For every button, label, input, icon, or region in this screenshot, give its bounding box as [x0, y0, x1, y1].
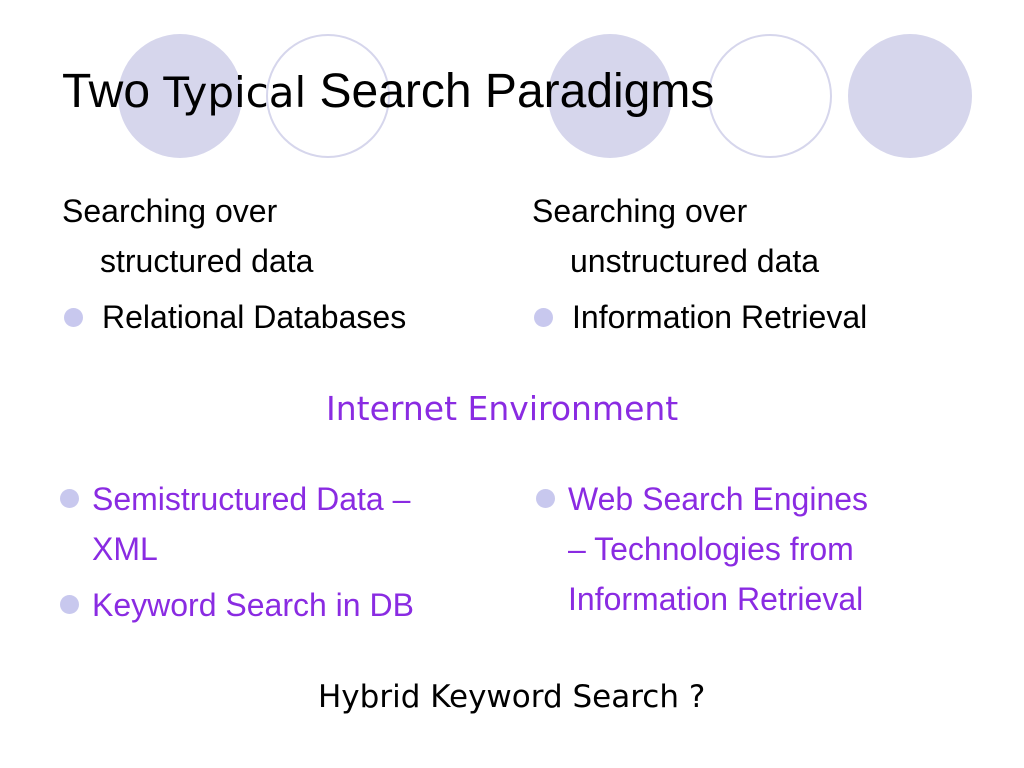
structured-bullet-text: Relational Databases [102, 299, 407, 335]
structured-data-column: Searching over structured data Relationa… [62, 186, 406, 342]
structured-heading-line2: structured data [100, 243, 314, 279]
unstructured-data-column: Searching over unstructured data Informa… [532, 186, 867, 342]
bullet-dot-icon [534, 308, 553, 327]
list-item: Semistructured Data – XML [60, 474, 510, 574]
decorative-circle-filled [118, 34, 242, 158]
bullet-dot-icon [60, 595, 79, 614]
list-item-line: – Technologies from [568, 531, 854, 567]
structured-heading-line1: Searching over [62, 193, 278, 229]
title-part-3: Search Paradigms [306, 65, 715, 118]
list-item-line: XML [92, 531, 158, 567]
decorative-circle-outline [266, 34, 390, 158]
decorative-circle-filled [548, 34, 672, 158]
list-item: Web Search Engines – Technologies from I… [536, 474, 966, 624]
slide-title: Two Typical Search Paradigms [62, 68, 714, 116]
unstructured-heading-line1: Searching over [532, 193, 748, 229]
environment-label: Internet Environment [326, 389, 679, 428]
left-bullet-list: Semistructured Data – XML Keyword Search… [60, 474, 510, 636]
hybrid-search-caption: Hybrid Keyword Search ? [318, 679, 706, 715]
title-part-1: Two [62, 65, 164, 118]
title-part-2: Typical [163, 68, 307, 117]
unstructured-bullet: Information Retrieval [532, 292, 867, 342]
bullet-dot-icon [60, 489, 79, 508]
list-item-line: Semistructured Data – [92, 481, 411, 517]
bullet-dot-icon [64, 308, 83, 327]
right-bullet-list: Web Search Engines – Technologies from I… [536, 474, 966, 630]
decorative-circle-filled [848, 34, 972, 158]
list-item-line: Information Retrieval [568, 581, 864, 617]
structured-bullet: Relational Databases [62, 292, 406, 342]
list-item-line: Web Search Engines [568, 481, 869, 517]
list-item: Keyword Search in DB [60, 580, 510, 630]
decorative-circle-outline [708, 34, 832, 158]
unstructured-heading-line2: unstructured data [570, 243, 820, 279]
unstructured-bullet-text: Information Retrieval [572, 299, 868, 335]
bullet-dot-icon [536, 489, 555, 508]
list-item-line: Keyword Search in DB [92, 587, 414, 623]
